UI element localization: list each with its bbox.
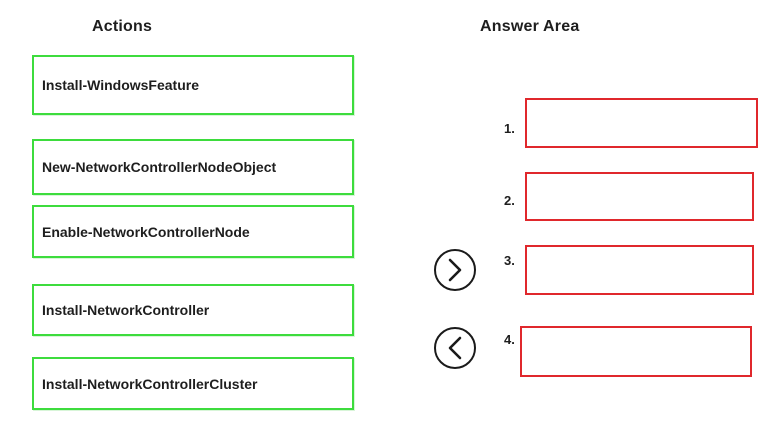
slot-number-1: 1.: [504, 121, 515, 136]
answer-slot-3[interactable]: [525, 245, 754, 295]
move-right-button[interactable]: [434, 249, 476, 291]
action-item-install-networkcontroller[interactable]: Install-NetworkController: [32, 284, 354, 336]
move-left-button[interactable]: [434, 327, 476, 369]
action-item-new-networkcontrollernodeobject[interactable]: New-NetworkControllerNodeObject: [32, 139, 354, 195]
answer-slot-2[interactable]: [525, 172, 754, 221]
actions-heading: Actions: [92, 18, 153, 35]
action-item-enable-networkcontrollernode[interactable]: Enable-NetworkControllerNode: [32, 205, 354, 258]
answer-area-heading: Answer Area: [480, 18, 580, 35]
chevron-left-icon: [448, 336, 462, 360]
chevron-right-icon: [448, 258, 462, 282]
action-item-install-networkcontrollercluster[interactable]: Install-NetworkControllerCluster: [32, 357, 354, 410]
action-item-install-windowsfeature[interactable]: Install-WindowsFeature: [32, 55, 354, 115]
slot-number-3: 3.: [504, 253, 515, 268]
answer-slot-4[interactable]: [520, 326, 752, 377]
slot-number-2: 2.: [504, 193, 515, 208]
slot-number-4: 4.: [504, 332, 515, 347]
answer-slot-1[interactable]: [525, 98, 758, 148]
